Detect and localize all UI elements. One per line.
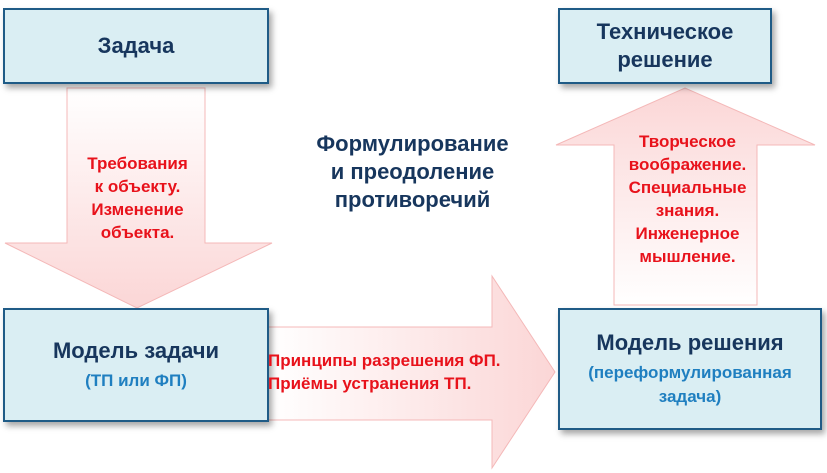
solution-model-box: Модель решения (переформулированная зада… [558,308,822,430]
task-title: Задача [97,33,175,58]
right-arrow-text: Принципы разрешения ФП. Приёмы устранени… [268,351,501,393]
right-arrow [267,274,556,470]
down-arrow-text: Требования к объекту. Изменение объекта. [87,154,188,242]
up-arrow-text: Творческое воображение. Специальные знан… [628,132,747,266]
tech-solution-box: Техническое решение [558,8,772,84]
task-box: Задача [3,8,269,84]
solution-model-title: Модель решения [596,330,784,355]
task-model-box: Модель задачи (ТП или ФП) [3,308,269,422]
down-arrow [4,87,273,309]
up-arrow [555,87,816,306]
task-model-subtitle: (ТП или ФП) [85,371,187,390]
center-caption: Формулирование и преодоление противоречи… [316,131,509,212]
solution-model-subtitle: (переформулированная задача) [588,363,792,406]
tech-solution-title: Техническое решение [596,19,734,72]
task-model-title: Модель задачи [52,338,220,363]
